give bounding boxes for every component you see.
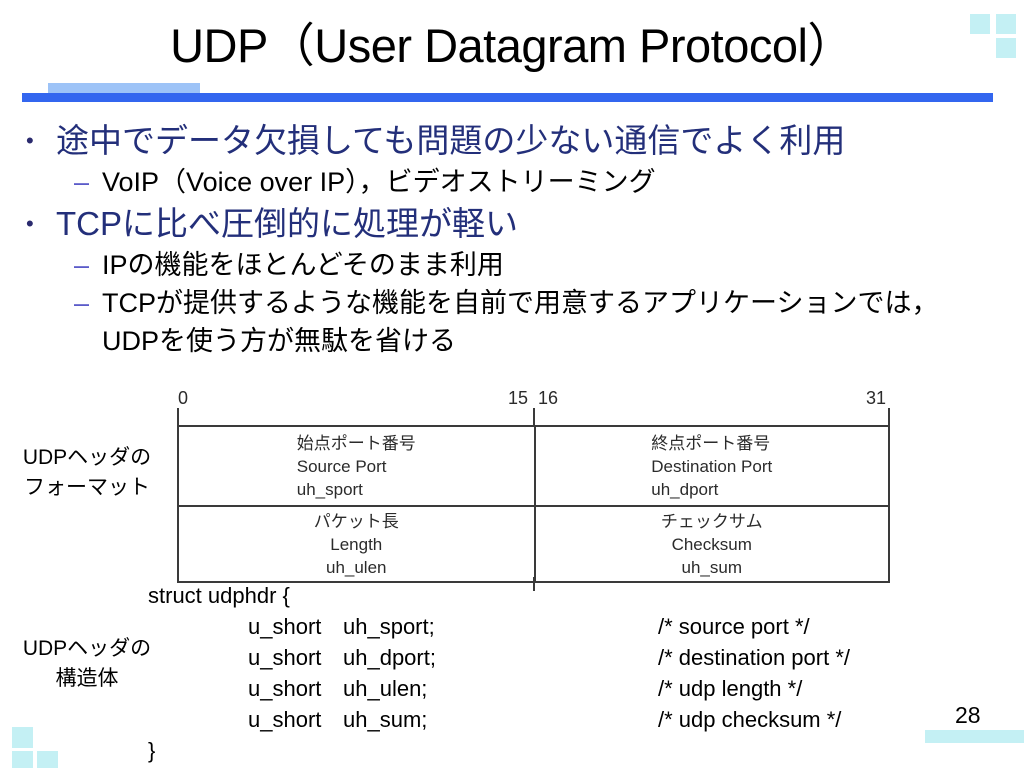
cell-label-en: Checksum: [671, 534, 752, 554]
code-field-name: uh_sum;: [343, 707, 428, 732]
diagram-row-1: 始点ポート番号 Source Port uh_sport 終点ポート番号 Des…: [179, 427, 888, 505]
cell-label-jp: 始点ポート番号: [296, 433, 416, 453]
decor-square-top-right-3: [996, 38, 1016, 58]
code-close-text: }: [148, 738, 156, 763]
bit-ruler-label-0: 0: [178, 388, 189, 408]
decor-square-bottom-left-1: [12, 727, 33, 748]
code-line-field: u_short uh_sum; /* udp checksum */: [148, 704, 850, 735]
code-field-type: u_short: [248, 707, 322, 732]
diagram-cell-source-port: 始点ポート番号 Source Port uh_sport: [179, 427, 534, 505]
code-field-name: uh_ulen;: [343, 676, 428, 701]
code-indent: [148, 704, 248, 735]
cell-label-field: uh_sport: [296, 479, 363, 499]
code-indent: [148, 642, 248, 673]
bullet-text: 途中でデータ欠損しても問題の少ない通信でよく利用: [56, 122, 846, 159]
code-field-name: uh_sport;: [343, 614, 435, 639]
code-field-name: uh_dport;: [343, 645, 436, 670]
code-field-type: u_short: [248, 676, 322, 701]
sub-bullet-text: VoIP（Voice over IP），ビデオストリーミング: [102, 167, 656, 197]
cell-label-en: Length: [330, 534, 383, 554]
dash-marker-icon: –: [74, 167, 90, 197]
code-line-field: u_short uh_dport; /* destination port */: [148, 642, 850, 673]
dash-marker-icon: –: [74, 250, 90, 280]
cell-label-field: uh_ulen: [325, 557, 387, 577]
code-field-comment: /* source port */: [658, 614, 810, 639]
code-field-type: u_short: [248, 614, 322, 639]
cell-label-field: uh_dport: [651, 479, 719, 499]
cell-label-jp: パケット長: [313, 511, 399, 531]
caption-struct: UDPヘッダの 構造体: [2, 634, 172, 694]
bullet-marker-icon: •: [26, 128, 34, 153]
title-underline-dark: [22, 93, 993, 102]
sub-bullet-item-2-1: – IPの機能をほとんどそのまま利用: [0, 246, 1024, 284]
bullet-item-2: • TCPに比べ圧倒的に処理が軽い: [0, 201, 1024, 246]
bullet-marker-icon: •: [26, 211, 34, 236]
dash-marker-icon: –: [74, 288, 90, 318]
bullet-item-1: • 途中でデータ欠損しても問題の少ない通信でよく利用: [0, 118, 1024, 163]
center-divider-extension: [533, 577, 535, 591]
diagram-cell-length: パケット長 Length uh_ulen: [179, 507, 534, 581]
sub-bullet-text: IPの機能をほとんどそのまま利用: [102, 250, 504, 280]
cell-label-jp: チェックサム: [660, 511, 763, 531]
sub-bullet-item-1-1: – VoIP（Voice over IP），ビデオストリーミング: [0, 163, 1024, 201]
code-indent: [148, 673, 248, 704]
code-field-type: u_short: [248, 645, 322, 670]
cell-label-jp: 終点ポート番号: [651, 433, 771, 453]
caption-header-format: UDPヘッダの フォーマット: [2, 443, 172, 503]
code-line-field: u_short uh_ulen; /* udp length */: [148, 673, 850, 704]
code-open-text: struct udphdr {: [148, 583, 290, 608]
decor-square-bottom-left-2: [12, 751, 33, 768]
diagram-row-2: パケット長 Length uh_ulen チェックサム Checksum uh_…: [179, 505, 888, 581]
cell-label-field: uh_sum: [681, 557, 742, 577]
bit-ruler-label-16: 16: [538, 388, 559, 408]
code-line-close: }: [148, 735, 850, 766]
diagram-cell-destination-port: 終点ポート番号 Destination Port uh_dport: [533, 427, 889, 505]
bullet-list: • 途中でデータ欠損しても問題の少ない通信でよく利用 – VoIP（Voice …: [0, 118, 1024, 360]
diagram-cell-checksum: チェックサム Checksum uh_sum: [533, 507, 889, 581]
sub-bullet-item-2-2: – TCPが提供するような機能を自前で用意するアプリケーションでは，UDPを使う…: [0, 284, 1024, 360]
code-field-comment: /* udp checksum */: [658, 707, 842, 732]
bit-tick-31: [888, 408, 890, 427]
cell-label-en: Source Port: [296, 456, 387, 476]
code-field-comment: /* udp length */: [658, 676, 803, 701]
decor-bar-bottom-right: [925, 730, 1024, 743]
sub-bullet-text: TCPが提供するような機能を自前で用意するアプリケーションでは，UDPを使う方が…: [102, 288, 939, 356]
bit-tick-0: [177, 408, 179, 427]
code-indent: [148, 611, 248, 642]
bit-tick-mid: [533, 408, 535, 427]
cell-label-en: Destination Port: [651, 456, 773, 476]
caption-line-1: UDPヘッダの: [22, 637, 152, 660]
caption-line-2: 構造体: [55, 667, 119, 690]
decor-square-top-right-2: [996, 14, 1016, 34]
code-line-open: struct udphdr {: [148, 580, 850, 611]
bullet-text: TCPに比べ圧倒的に処理が軽い: [56, 205, 518, 242]
page-number: 28: [955, 702, 981, 728]
struct-code-block: struct udphdr { u_short uh_sport; /* sou…: [148, 580, 850, 766]
decor-square-bottom-left-3: [37, 751, 58, 768]
udp-header-diagram: 始点ポート番号 Source Port uh_sport 終点ポート番号 Des…: [177, 425, 890, 583]
bit-ruler-label-15: 15: [508, 388, 529, 408]
code-field-comment: /* destination port */: [658, 645, 851, 670]
caption-line-1: UDPヘッダの: [22, 446, 152, 469]
code-line-field: u_short uh_sport; /* source port */: [148, 611, 850, 642]
caption-line-2: フォーマット: [24, 476, 150, 499]
decor-square-top-right-1: [970, 14, 990, 34]
slide-title: UDP（User Datagram Protocol）: [170, 19, 854, 72]
bit-ruler-label-31: 31: [866, 388, 887, 408]
title-underline-light: [48, 83, 200, 94]
